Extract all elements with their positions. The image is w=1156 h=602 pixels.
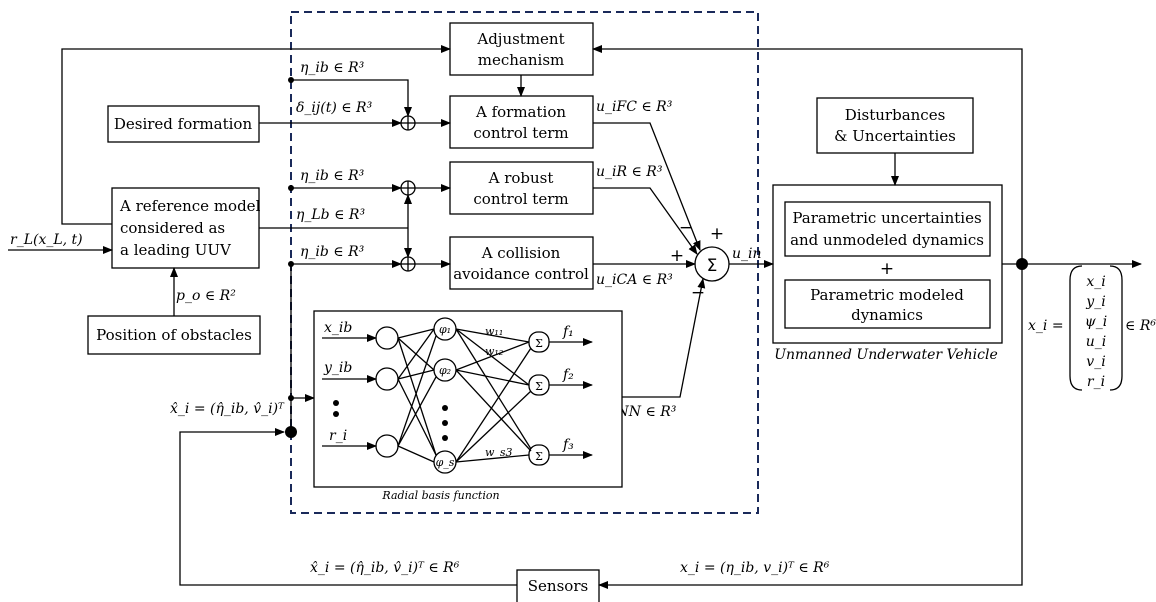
disturbances-line-2: & Uncertainties: [834, 127, 956, 145]
ufc-line: [593, 122, 701, 251]
param-modeled-line-2: dynamics: [851, 306, 923, 324]
nn-hidden-1-label: φ₁: [439, 323, 451, 336]
nn-hidden-2-label: φ₂: [439, 364, 451, 377]
param-uncert-line-2: and unmodeled dynamics: [790, 231, 984, 249]
state-to-sensors: [598, 264, 1023, 589]
param-uncert-line-1: Parametric uncertainties: [792, 209, 981, 227]
adjustment-line-1: Adjustment: [476, 30, 564, 48]
state-to-adjustment: [592, 45, 1023, 264]
reference-line-3: a leading UUV: [120, 241, 232, 259]
sensors-feedback: [179, 428, 517, 586]
nn-input-node-1: [375, 326, 399, 350]
nn-input-r: r_i: [329, 428, 347, 444]
state-vector-lhs: x_i =: [1028, 318, 1064, 334]
r-l-label: r_L(x_L, t): [10, 232, 83, 248]
sensors-label: Sensors: [528, 577, 588, 595]
adjustment-line-2: mechanism: [478, 51, 564, 69]
nn-input-node-2: [375, 367, 399, 391]
uuv-block: Parametric uncertainties and unmodeled d…: [772, 184, 1003, 344]
nn-weight-12: w₁₂: [485, 345, 503, 358]
nn-weight-11: w₁₁: [485, 325, 503, 338]
unn-line: [622, 278, 706, 398]
state-vector-rhs: ∈ R⁶: [1125, 318, 1156, 334]
state-r: r_i: [1087, 374, 1105, 390]
nn-weight-s3: w_s3: [485, 446, 513, 459]
eta-lb-label: η_Lb ∈ R³: [296, 207, 365, 223]
eta-ib-mid-label: η_ib ∈ R³: [300, 168, 365, 184]
reference-model-block: A reference model considered as a leadin…: [111, 187, 261, 269]
x-bottom-label: x_i = (η_ib, v_i)ᵀ ∈ R⁶: [680, 560, 830, 576]
reference-line-1: A reference model: [119, 197, 261, 215]
obstacles-label: Position of obstacles: [96, 326, 252, 344]
formation-line-1: A formation: [475, 103, 566, 121]
disturbances-line-1: Disturbances: [845, 106, 946, 124]
xhat-bottom-label: x̂_i = (η̂_ib, v̂_i)ᵀ ∈ R⁶: [310, 560, 460, 576]
u-ica-label: u_iCA ∈ R³: [596, 272, 673, 288]
u-ir-label: u_iR ∈ R³: [596, 164, 663, 180]
delta-ij-label: δ_ij(t) ∈ R³: [296, 100, 373, 116]
rbf-network: Σ Σ Σ x_ib y_ib: [313, 310, 623, 488]
desired-formation-block: Desired formation: [107, 105, 260, 143]
desired-formation-label: Desired formation: [114, 115, 253, 133]
robust-control-block: A robust control term: [449, 161, 594, 215]
eta-ib-low-label: η_ib ∈ R³: [300, 244, 365, 260]
state-v: v_i: [1086, 354, 1105, 370]
main-sum-symbol: Σ: [707, 256, 718, 276]
state-u: u_i: [1086, 334, 1107, 350]
nn-output-sum-2-symbol: Σ: [535, 380, 543, 393]
main-summer: Σ: [694, 246, 730, 282]
sum-sign-top-plus: +: [710, 224, 724, 244]
nn-input-y: y_ib: [323, 360, 352, 376]
collision-line-2: avoidance control: [453, 265, 589, 283]
nn-output-sum-1-symbol: Σ: [535, 337, 543, 350]
collision-line-1: A collision: [481, 244, 561, 262]
sensors-block: Sensors: [516, 569, 600, 602]
eta-ib-top-label: η_ib ∈ R³: [300, 60, 365, 76]
nn-hidden-3-label: φ_s: [436, 456, 455, 469]
disturbances-block: Disturbances & Uncertainties: [816, 97, 974, 154]
nn-output-f1: f₁: [562, 324, 574, 340]
xhat-left-label: x̂_i = (η̂_ib, v̂_i)ᵀ: [170, 401, 285, 417]
nn-output-f3: f₃: [562, 437, 574, 453]
nn-output-f2: f₂: [562, 367, 574, 383]
state-x: x_i: [1086, 274, 1105, 290]
reference-line-2: considered as: [120, 219, 225, 237]
sum-sign-bottom-minus: −: [691, 283, 705, 303]
uuv-plus-sign: +: [880, 259, 894, 279]
param-modeled-line-1: Parametric modeled: [810, 286, 964, 304]
nn-input-x: x_ib: [324, 320, 352, 336]
p-o-label: p_o ∈ R²: [176, 288, 236, 304]
state-vector: x_i = x_i y_i ψ_i u_i v_i r_i ∈ R⁶: [1028, 265, 1156, 391]
state-psi: ψ_i: [1085, 314, 1107, 330]
robust-line-1: A robust: [488, 169, 554, 187]
obstacles-block: Position of obstacles: [87, 315, 261, 355]
u-in-label: u_in: [732, 246, 762, 262]
collision-avoidance-block: A collision avoidance control: [449, 236, 594, 290]
ur-line: [593, 187, 698, 255]
formation-control-block: A formation control term: [449, 95, 594, 149]
eta-top-line: [291, 79, 412, 117]
adjustment-mechanism-block: Adjustment mechanism: [449, 22, 594, 76]
controller-region: [290, 11, 759, 514]
formation-line-2: control term: [473, 124, 568, 142]
state-y: y_i: [1085, 294, 1105, 310]
sum-sign-left-plus: +: [670, 246, 684, 266]
robust-line-2: control term: [473, 190, 568, 208]
nn-output-sum-3-symbol: Σ: [535, 450, 543, 463]
rbf-caption: Radial basis function: [381, 489, 499, 502]
uuv-caption: Unmanned Underwater Vehicle: [774, 347, 998, 363]
u-ifc-label: u_iFC ∈ R³: [596, 99, 673, 115]
nn-input-node-3: [375, 434, 399, 458]
feedback-to-adjustment: [61, 45, 451, 225]
